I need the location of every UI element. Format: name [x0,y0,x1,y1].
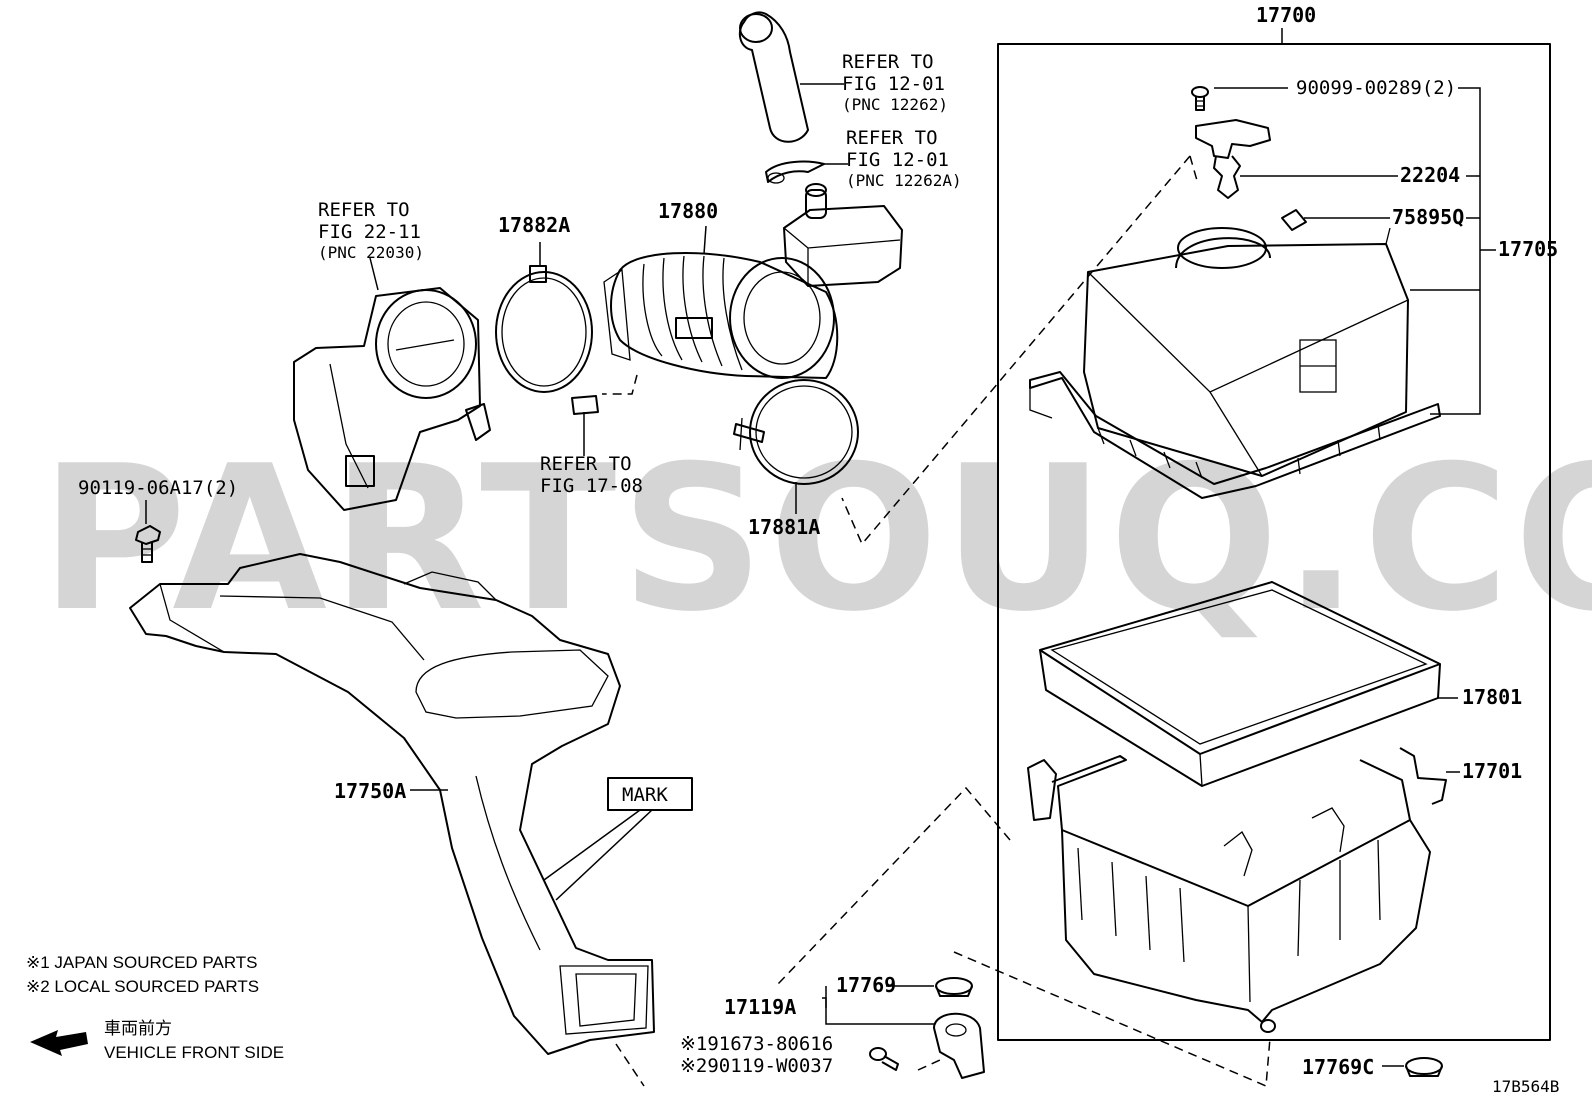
bracket-17119A[interactable] [933,1012,985,1079]
part-label-17750A[interactable]: 17750A [334,779,406,803]
refer-note-2-line1: REFER TO [846,127,938,149]
direction-label-en: VEHICLE FRONT SIDE [104,1043,284,1062]
bracket-17119A-leaders [822,985,934,1025]
front-direction-arrow-icon [30,1030,88,1056]
air-cleaner-lower-case-17701[interactable] [1027,747,1460,1033]
bolt-191673[interactable] [869,1047,899,1071]
resonator-box [783,183,903,287]
refer-note-3-line3: (PNC 22030) [318,243,424,262]
label-75895Q[interactable] [1281,209,1390,231]
air-cleaner-assembly-frame [997,28,1551,1041]
part-label-90099-00289[interactable]: 90099-00289(2) [1296,77,1456,99]
direction-label-jp: 車両前方 [104,1019,172,1038]
note-local-sourced: ※2 LOCAL SOURCED PARTS [26,977,259,996]
watermark: PARTSOUQ.COM [40,423,1592,656]
hose-clip-12262A[interactable] [765,160,848,184]
part-label-17881A[interactable]: 17881A [748,515,820,539]
intake-hose-17880[interactable] [603,225,839,379]
air-cleaner-upper-case-17705[interactable] [1029,227,1441,499]
part-label-17801[interactable]: 17801 [1462,685,1522,709]
part-label-75895Q[interactable]: 75895Q [1392,205,1464,229]
airflow-sensor-22204[interactable] [1195,119,1398,199]
air-inlet-duct-17750A[interactable] [129,553,655,1055]
mark-label: MARK [622,784,668,806]
air-filter-element-17801[interactable] [1039,581,1458,787]
part-label-22204[interactable]: 22204 [1400,163,1460,187]
refer-note-2-line3: (PNC 12262A) [846,171,962,190]
refer-note-2-line2: FIG 12-01 [846,149,949,171]
breather-hose-12262[interactable] [738,11,844,143]
part-label-17701[interactable]: 17701 [1462,759,1522,783]
assembly-lines [602,155,1271,1088]
note-japan-sourced: ※1 JAPAN SOURCED PARTS [26,953,258,972]
refer-note-1-line1: REFER TO [842,51,934,73]
part-label-17119A[interactable]: 17119A [724,995,796,1019]
refer-note-3-line2: FIG 22-11 [318,221,421,243]
refer-note-1-line2: FIG 12-01 [842,73,945,95]
hose-stub-17-08 [571,395,599,456]
refer-note-4-line2: FIG 17-08 [540,475,643,497]
part-label-17880[interactable]: 17880 [658,199,718,223]
bolt-90119[interactable] [135,500,161,563]
part-label-17769[interactable]: 17769 [836,973,896,997]
hose-clamp-17881A[interactable] [733,379,859,514]
refer-note-3-line1: REFER TO [318,199,410,221]
part-label-17705[interactable]: 17705 [1498,237,1558,261]
throttle-body-22030 [293,257,491,511]
grommet-17769C[interactable] [1382,1057,1443,1077]
part-label-290119-W0037[interactable]: ※290119-W0037 [680,1055,833,1077]
part-label-191673-80616[interactable]: ※191673-80616 [680,1033,833,1055]
refer-note-4-line1: REFER TO [540,453,632,475]
part-label-17769C[interactable]: 17769C [1302,1055,1374,1079]
refer-note-1-line3: (PNC 12262) [842,95,948,114]
diagram-code: 17B564B [1492,1077,1559,1096]
screw-90099[interactable] [1191,86,1288,111]
part-label-90119-06A17[interactable]: 90119-06A17(2) [78,477,238,499]
grommet-17769[interactable] [935,977,973,997]
bracket-17705 [1410,87,1496,415]
hose-clamp-17882A[interactable] [495,242,593,393]
part-label-17882A[interactable]: 17882A [498,213,570,237]
part-label-17700[interactable]: 17700 [1256,3,1316,27]
mark-callout [543,777,693,901]
